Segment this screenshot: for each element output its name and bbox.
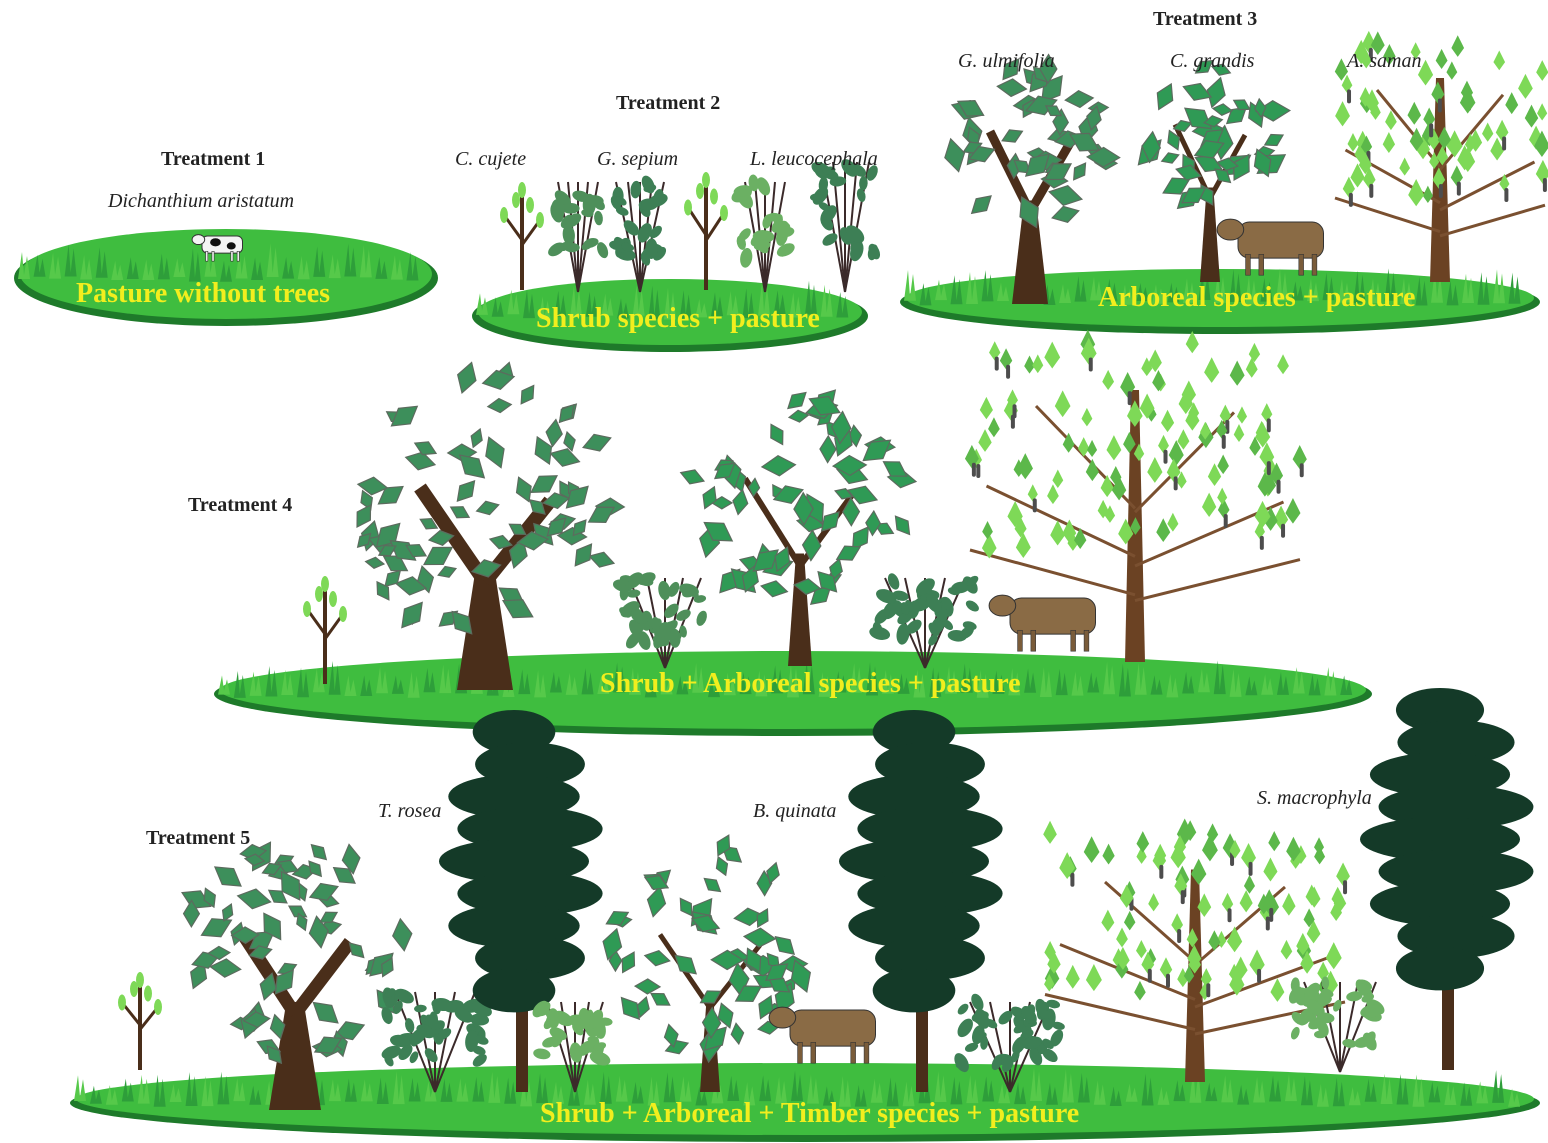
shrub-c-cujete-2 (684, 172, 728, 290)
treatment-1-caption: Pasture without trees (76, 278, 330, 310)
treatment-2-caption: Shrub species + pasture (536, 303, 820, 335)
shrub-g-sepium-1 (546, 182, 611, 292)
treatment-3-caption: Arboreal species + pasture (1098, 282, 1415, 314)
species-g-ulmifolia: G. ulmifolia (958, 50, 1055, 73)
treatment-1-heading: Treatment 1 (161, 148, 265, 171)
shrub-l-leucocephala-1 (729, 174, 797, 292)
species-a-saman: A. saman (1347, 50, 1421, 73)
species-g-sepium: G. sepium (597, 148, 678, 171)
species-c-grandis: C. grandis (1170, 50, 1254, 73)
cow-brown-4 (989, 595, 1095, 651)
tree-s-macrophyla (1360, 688, 1533, 1070)
shrub-c-cujete-1 (500, 182, 544, 290)
tree-a-saman-5 (1043, 819, 1350, 1082)
species-c-cujete: C. cujete (455, 148, 526, 171)
species-l-leucocephala: L. leucocephala (750, 148, 878, 171)
tree-c-grandis-4 (678, 384, 917, 666)
treatment-4-heading: Treatment 4 (188, 494, 292, 517)
shrub-treatment-5-4 (1286, 976, 1387, 1072)
tree-g-ulmifolia-5 (178, 837, 414, 1110)
tree-g-ulmifolia-3 (941, 54, 1120, 304)
cow-brown-5 (769, 1007, 875, 1063)
shrub-l-leucocephala-2 (809, 156, 882, 292)
treatment-4-caption: Shrub + Arboreal species + pasture (600, 668, 1021, 700)
species-s-macrophyla: S. macrophyla (1257, 787, 1372, 810)
sapling-treatment-5 (118, 972, 162, 1070)
tree-c-grandis-5 (599, 832, 817, 1092)
treatment-3-heading: Treatment 3 (1153, 8, 1257, 31)
treatment-2-heading: Treatment 2 (616, 92, 720, 115)
species-b-quinata: B. quinata (753, 800, 836, 823)
treatment-5-caption: Shrub + Arboreal + Timber species + past… (540, 1098, 1079, 1130)
cow-brown-3 (1217, 219, 1323, 275)
species-dichanthium: Dichanthium aristatum (108, 190, 294, 213)
shrub-g-sepium-2 (609, 174, 670, 292)
species-t-rosea: T. rosea (378, 800, 441, 823)
treatment-5-heading: Treatment 5 (146, 827, 250, 850)
tree-g-ulmifolia-4 (350, 360, 624, 690)
